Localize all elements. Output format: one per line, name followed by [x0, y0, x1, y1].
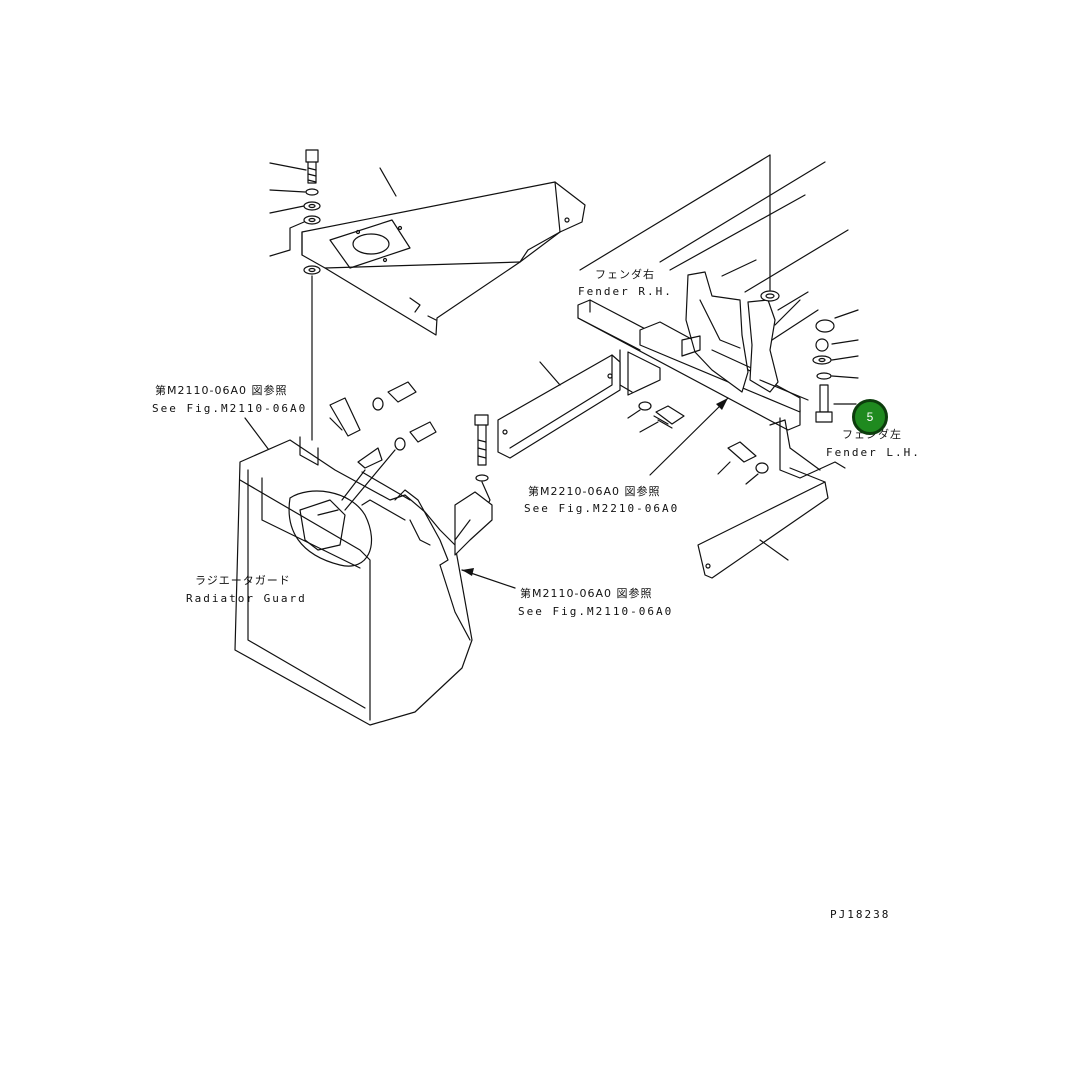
ref-mid-label-jp: 第M2210-06A0 図参照 [528, 485, 661, 498]
right-hardware-stack [760, 290, 859, 423]
fender-rh-label-en: Fender R.H. [578, 285, 673, 298]
ref-mid-label-en: See Fig.M2210-06A0 [524, 502, 680, 515]
ref-bottom-label-en: See Fig.M2110-06A0 [518, 605, 674, 618]
radiator-guard [234, 436, 473, 726]
guard-brackets [329, 381, 493, 556]
long-bolt [474, 414, 491, 521]
ref-bottom-label-jp: 第M2110-06A0 図参照 [520, 587, 653, 600]
ref-top-label-jp: 第M2110-06A0 図参照 [155, 384, 288, 397]
fender-plate-rh [497, 354, 621, 459]
top-bolt-stack [269, 149, 397, 441]
top-cover-plate [301, 181, 586, 336]
center-bolts [627, 401, 769, 485]
part-callout-5[interactable]: 5 [852, 399, 888, 435]
ref-top-label-en: See Fig.M2110-06A0 [152, 402, 308, 415]
leader-lines-right [579, 154, 849, 341]
fender-plate-lh [697, 467, 829, 579]
fender-frame [577, 271, 846, 479]
fender-rh-label-jp: フェンダ右 [595, 268, 655, 281]
drawing-number: PJ18238 [830, 908, 891, 921]
radiator-guard-label-jp: ラジエータガード [195, 574, 291, 587]
radiator-guard-label-en: Radiator Guard [186, 592, 307, 605]
fender-lh-label-en: Fender L.H. [826, 446, 921, 459]
